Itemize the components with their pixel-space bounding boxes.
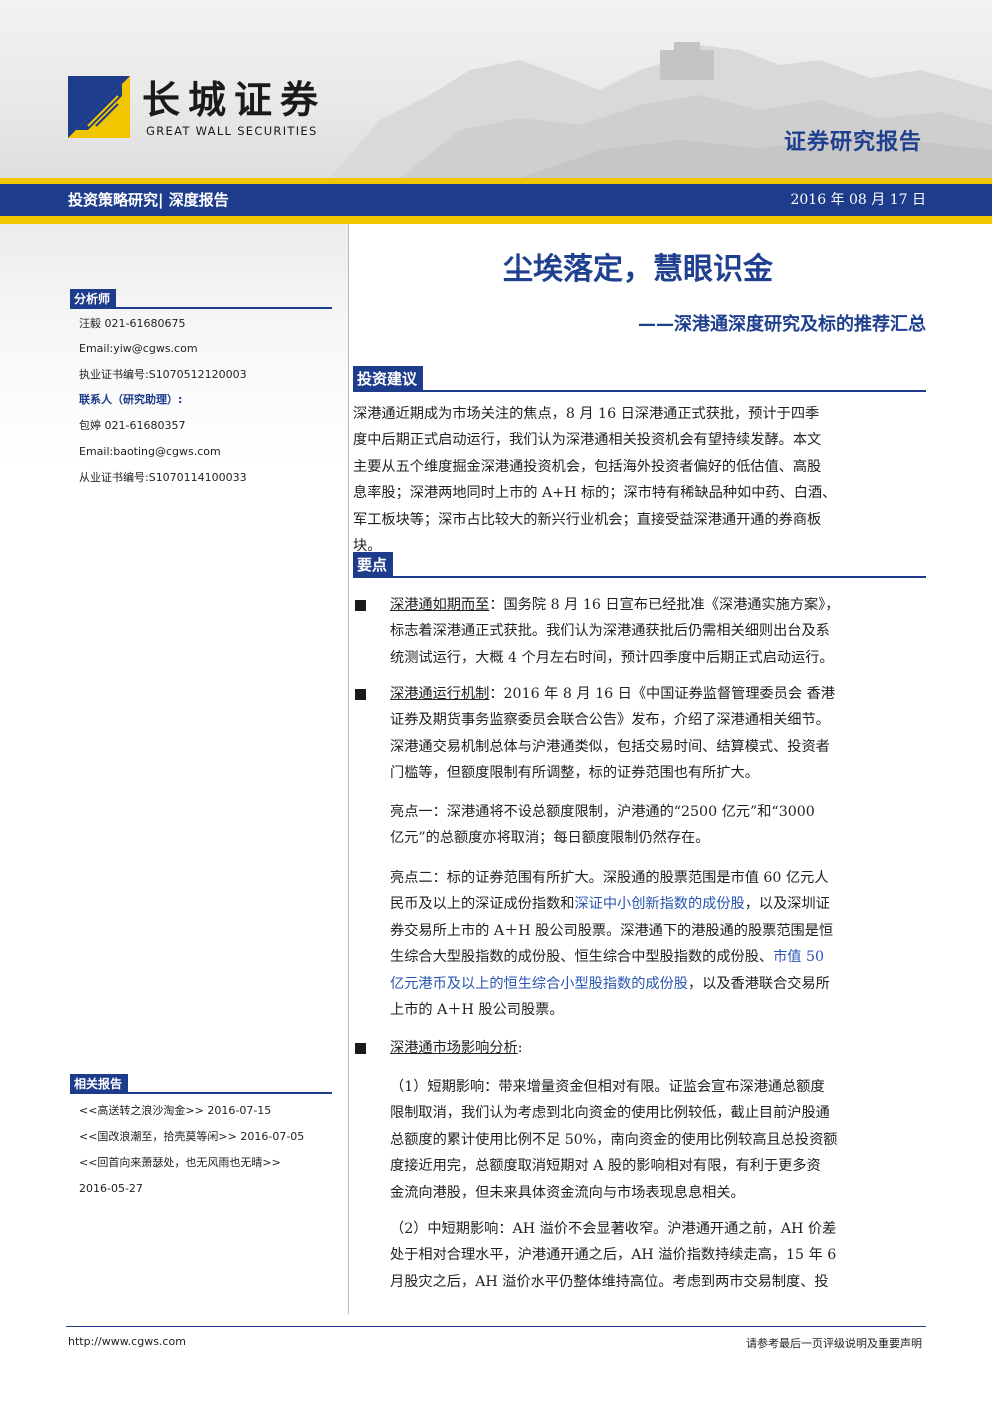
- report-title: 尘埃落定，慧眼识金: [503, 252, 773, 287]
- bullet-market-impact: 深港通市场影响分析:: [390, 1035, 926, 1061]
- text-span: 生综合大型股指数的成份股、恒生综合中型股指数的成份股、: [390, 949, 774, 966]
- contact-label: 联系人（研究助理）:: [79, 393, 183, 406]
- related-report-item[interactable]: <<国改浪潮至，拾壳莫等闲>> 2016-07-05: [79, 1130, 305, 1143]
- highlighted-index-text: 深证中小创新指数的成份股: [574, 896, 745, 913]
- analyst-section-header: 分析师: [70, 289, 332, 309]
- text-line: 主要从五个维度掘金深港通投资机会，包括海外投资者偏好的低估值、高股: [353, 458, 822, 475]
- contact-license: 从业证书编号:S1070114100033: [79, 471, 247, 484]
- contact-email[interactable]: Email:baoting@cgws.com: [79, 445, 221, 458]
- highlighted-index-text: 亿元港币及以上的恒生综合小型股指数的成份股: [390, 975, 688, 992]
- text-line: 度中后期正式启动运行，我们认为深港通相关投资机会有望持续发酵。本文: [353, 432, 822, 449]
- text-line: 限制取消，我们认为考虑到北向资金的使用比例较低，截止目前沪股通: [390, 1105, 830, 1122]
- text-line: 深港通近期成为市场关注的焦点，8 月 16 日深港通正式获批，预计于四季: [353, 406, 820, 422]
- investment-advice-rule: [353, 390, 926, 392]
- text-line: 生综合大型股指数的成份股、恒生综合中型股指数的成份股、市值 50: [390, 944, 926, 970]
- footer-rule: [66, 1326, 926, 1327]
- contact-phone: 包婷 021-61680357: [79, 419, 186, 432]
- text-line: 亿元”的总额度亦将取消；每日额度限制仍然存在。: [390, 830, 710, 847]
- analyst-license: 执业证书编号:S1070512120003: [79, 368, 247, 381]
- logo-chinese-name: 长城证券: [142, 78, 327, 122]
- bullet-heading: 深港通如期而至: [390, 597, 490, 613]
- highlight-one-paragraph: 亮点一：深港通将不设总额度限制，沪港通的“2500 亿元”和“3000 亿元”的…: [390, 799, 926, 852]
- key-points-rule: [353, 576, 926, 578]
- text-line: 标志着深港通正式获批。我们认为深港通获批后仍需相关细则出台及系: [390, 623, 830, 640]
- text-line: 亮点一：深港通将不设总额度限制，沪港通的“2500 亿元”和“3000: [390, 804, 815, 820]
- text-line: 月股灾之后，AH 溢价水平仍整体维持高位。考虑到两市交易制度、投: [390, 1273, 829, 1290]
- text-line: 深港通交易机制总体与沪港通类似，包括交易时间、结算模式、投资者: [390, 738, 830, 755]
- bullet-square-icon: [355, 1043, 366, 1054]
- header-banner: [0, 0, 992, 178]
- analyst-label: 分析师: [70, 289, 117, 307]
- text-line: 总额度的累计使用比例不足 50%，南向资金的使用比例较高且总投资额: [390, 1131, 838, 1148]
- text-span: :: [517, 1040, 523, 1056]
- related-report-date: 2016-05-27: [79, 1182, 143, 1195]
- medium-term-impact-paragraph: （2）中短期影响：AH 溢价不会显著收窄。沪港通开通之前，AH 价差 处于相对合…: [390, 1216, 926, 1295]
- text-line: 券交易所上市的 A＋H 股公司股票。深港通下的港股通的股票范围是恒: [390, 922, 834, 939]
- text-line: （2）中短期影响：AH 溢价不会显著收窄。沪港通开通之前，AH 价差: [390, 1221, 837, 1237]
- header-yellow-stripe-bottom: [0, 216, 992, 224]
- analyst-email[interactable]: Email:yiw@cgws.com: [79, 342, 198, 355]
- header-yellow-stripe-top: [0, 178, 992, 184]
- text-line: 块。: [353, 538, 382, 555]
- bullet-square-icon: [355, 689, 366, 700]
- investment-advice-header: 投资建议: [353, 366, 926, 392]
- sidebar-panel: [0, 224, 348, 1314]
- report-category: 投资策略研究| 深度报告: [68, 191, 229, 209]
- text-span: ：国务院 8 月 16 日宣布已经批准《深港通实施方案》，: [489, 597, 840, 613]
- analyst-phone: 汪毅 021-61680675: [79, 317, 186, 330]
- text-line: 门槛等，但额度限制有所调整，标的证券范围也有所扩大。: [390, 765, 759, 782]
- report-date: 2016 年 08 月 17 日: [790, 192, 926, 208]
- header-blue-bar: [0, 184, 992, 216]
- text-line: （1）短期影响：带来增量资金但相对有限。证监会宣布深港通总额度: [390, 1079, 825, 1095]
- text-line: 亮点二：标的证券范围有所扩大。深股通的股票范围是市值 60 亿元人: [390, 870, 829, 886]
- text-line: 上市的 A＋H 股公司股票。: [390, 1002, 564, 1019]
- key-points-header: 要点: [353, 552, 926, 578]
- related-report-item[interactable]: <<高送转之浪沙淘金>> 2016-07-15: [79, 1104, 272, 1117]
- highlight-two-paragraph: 亮点二：标的证券范围有所扩大。深股通的股票范围是市值 60 亿元人 民币及以上的…: [390, 865, 926, 1023]
- related-reports-rule: [70, 1092, 332, 1094]
- short-term-impact-paragraph: （1）短期影响：带来增量资金但相对有限。证监会宣布深港通总额度 限制取消，我们认…: [390, 1074, 926, 1206]
- bullet-heading: 深港通运行机制: [390, 686, 490, 702]
- footer-disclaimer-note: 请参考最后一页评级说明及重要声明: [746, 1337, 922, 1350]
- footer-website-link[interactable]: http://www.cgws.com: [68, 1335, 186, 1348]
- analyst-rule: [70, 307, 332, 309]
- text-line: 金流向港股，但未来具体资金流向与市场表现息息相关。: [390, 1184, 745, 1201]
- bullet-mechanism: 深港通运行机制：2016 年 8 月 16 日《中国证券监督管理委员会 香港 证…: [390, 681, 926, 787]
- logo-english-name: GREAT WALL SECURITIES: [146, 124, 318, 138]
- highlighted-index-text: 市值 50: [773, 949, 825, 966]
- text-line: 证券及期货事务监察委员会联合公告》发布，介绍了深港通相关细节。: [390, 712, 830, 729]
- text-span: ，以及香港联合交易所: [687, 975, 830, 992]
- text-span: ，以及深圳证: [744, 896, 830, 913]
- text-span: 民币及以上的深证成份指数和: [390, 896, 575, 913]
- great-wall-logo-icon: [68, 76, 130, 138]
- text-line: 深港通如期而至：国务院 8 月 16 日宣布已经批准《深港通实施方案》，: [390, 592, 926, 618]
- text-span: ：2016 年 8 月 16 日《中国证券监督管理委员会 香港: [489, 686, 835, 702]
- bullet-launch-schedule: 深港通如期而至：国务院 8 月 16 日宣布已经批准《深港通实施方案》， 标志着…: [390, 592, 926, 671]
- text-line: 亿元港币及以上的恒生综合小型股指数的成份股，以及香港联合交易所: [390, 971, 926, 997]
- investment-advice-paragraph: 深港通近期成为市场关注的焦点，8 月 16 日深港通正式获批，预计于四季 度中后…: [353, 401, 926, 559]
- report-type-label: 证券研究报告: [783, 130, 922, 155]
- text-line: 军工板块等；深市占比较大的新兴行业机会；直接受益深港通开通的券商板: [353, 511, 822, 528]
- bullet-square-icon: [355, 600, 366, 611]
- text-line: 息率股；深港两地同时上市的 A+H 标的；深市特有稀缺品种如中药、白酒、: [353, 485, 837, 502]
- related-reports-label: 相关报告: [70, 1074, 129, 1092]
- column-divider: [348, 224, 349, 1314]
- text-line: 统测试运行，大概 4 个月左右时间，预计四季度中后期正式启动运行。: [390, 649, 834, 666]
- text-line: 深港通市场影响分析:: [390, 1035, 926, 1061]
- related-report-item[interactable]: <<回首向来萧瑟处，也无风雨也无晴>>: [79, 1156, 281, 1169]
- text-line: 度接近用完，总额度取消短期对 A 股的影响相对有限，有利于更多资: [390, 1158, 821, 1175]
- key-points-label: 要点: [353, 552, 394, 576]
- great-wall-mountain-backdrop: [330, 42, 992, 178]
- report-subtitle: ——深港通深度研究及标的推荐汇总: [638, 314, 926, 335]
- text-line: 深港通运行机制：2016 年 8 月 16 日《中国证券监督管理委员会 香港: [390, 681, 926, 707]
- text-line: 处于相对合理水平，沪港通开通之后，AH 溢价指数持续走高，15 年 6: [390, 1247, 837, 1264]
- text-line: 民币及以上的深证成份指数和深证中小创新指数的成份股，以及深圳证: [390, 891, 926, 917]
- bullet-heading: 深港通市场影响分析: [390, 1040, 518, 1056]
- related-reports-header: 相关报告: [70, 1074, 332, 1094]
- investment-advice-label: 投资建议: [353, 366, 424, 390]
